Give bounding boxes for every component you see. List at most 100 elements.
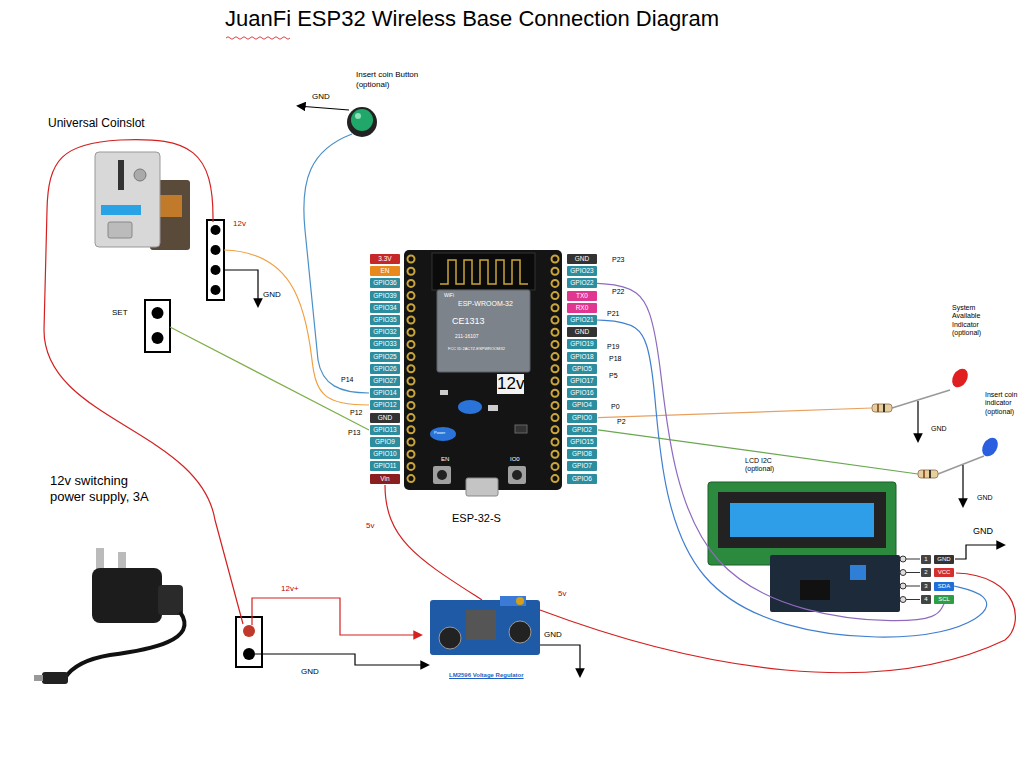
pin-label: GPIO12 — [370, 400, 400, 410]
pin-name: GPIO39 — [373, 292, 396, 299]
lcd-picture — [708, 482, 896, 565]
coin-slot-connector — [211, 225, 221, 235]
power-connector — [236, 617, 262, 667]
ground-label: GND — [263, 290, 281, 300]
esp32-board — [404, 250, 562, 496]
pin-name: SDA — [938, 583, 950, 589]
wire — [304, 134, 369, 393]
esp32-board — [404, 250, 562, 490]
pin-label: GND — [370, 413, 400, 423]
pin-label: GPIO7 — [567, 461, 597, 471]
ground-symbol — [255, 654, 428, 665]
pin-number: P23 — [612, 256, 624, 264]
pin-label: GPIO32 — [370, 327, 400, 337]
lcd-pin-label: VCC — [934, 568, 954, 577]
voltage-label: 12v+ — [281, 584, 299, 594]
wire — [44, 134, 1015, 673]
pin-label: GPIO17 — [567, 376, 597, 386]
pin-label: GPIO36 — [370, 278, 400, 288]
led-label: Power — [434, 431, 445, 436]
pin-number: P0 — [611, 403, 620, 411]
pin-label: GPIO25 — [370, 352, 400, 362]
esp32-board — [512, 470, 522, 480]
regulator-picture — [500, 596, 526, 606]
power-adapter-picture — [158, 585, 183, 615]
push-button-picture — [355, 113, 361, 119]
pin-name: GPIO16 — [570, 389, 593, 396]
lcd-picture — [900, 583, 906, 589]
ground-symbol — [955, 545, 1004, 559]
esp32-board — [437, 470, 447, 480]
push-button-picture — [347, 107, 377, 137]
pin-name: GPIO7 — [572, 462, 592, 469]
pin-label: GPIO0 — [567, 413, 597, 423]
pin-name: GPIO9 — [375, 438, 395, 445]
wire — [598, 430, 918, 474]
pin-name: GPIO15 — [570, 438, 593, 445]
pin-name: GPIO33 — [373, 340, 396, 347]
ground-symbol — [540, 645, 580, 676]
pin-name: GPIO13 — [373, 426, 396, 433]
esp32-board — [508, 466, 526, 484]
pin-name: GND — [575, 328, 589, 335]
led-blue-picture — [918, 470, 938, 478]
led-blue-picture — [918, 435, 1001, 478]
pin-number: P12 — [350, 409, 362, 417]
regulator-picture — [430, 600, 540, 655]
pin-label: GPIO33 — [370, 339, 400, 349]
pin-label: GPIO21 — [567, 315, 597, 325]
power-adapter-picture — [96, 548, 104, 570]
marking-text: FCC ID 2AC7Z-ESPWROOM32 — [448, 347, 505, 352]
component-label: System Available Indicator (optional) — [952, 304, 992, 338]
pin-name: GPIO11 — [373, 462, 396, 469]
component-label: 12v switching power supply, 3A — [50, 473, 160, 504]
pin-name: GPIO21 — [570, 316, 593, 323]
wire — [598, 408, 872, 418]
ground-label: GND — [301, 667, 319, 677]
pin-label: GPIO8 — [567, 449, 597, 459]
power-connector — [243, 625, 255, 637]
led-red-picture — [883, 404, 885, 412]
marking-text: 211-16107 — [455, 333, 479, 339]
pin-name: 3.3V — [378, 255, 391, 262]
lcd-picture — [900, 570, 906, 576]
pin-name: GPIO34 — [373, 304, 396, 311]
pin-label: GPIO16 — [567, 388, 597, 398]
power-adapter-picture — [34, 548, 185, 684]
regulator-picture — [439, 627, 461, 649]
pin-name: GPIO2 — [572, 426, 592, 433]
power-connector — [243, 648, 255, 660]
pin-label: Vin — [370, 474, 400, 484]
lcd-picture — [708, 482, 920, 612]
power-adapter-picture — [65, 612, 185, 678]
pin-label: GND — [567, 254, 597, 264]
esp32-board — [437, 290, 530, 372]
connector-label: SET — [112, 308, 128, 318]
wire — [540, 573, 1015, 673]
pin-label: GPIO34 — [370, 303, 400, 313]
lcd-picture — [800, 580, 830, 600]
pin-name: EN — [380, 267, 389, 274]
coin-slot-picture — [160, 195, 182, 217]
led-blue-picture — [979, 435, 1001, 459]
coin-slot-picture — [108, 222, 132, 238]
component-label: Universal Coinslot — [48, 116, 145, 130]
pin-name: GND — [937, 556, 950, 562]
set-connector — [145, 300, 170, 352]
power-adapter-picture — [34, 675, 43, 681]
ground-symbol — [298, 106, 349, 110]
coin-slot-picture — [118, 160, 124, 190]
pin-name: GPIO8 — [572, 450, 592, 457]
pin-name: Vin — [380, 475, 389, 482]
pin-name: GPIO6 — [572, 475, 592, 482]
voltage-label: 12v — [233, 219, 246, 229]
regulator-picture — [516, 597, 524, 605]
component-label: LCD I2C (optional) — [745, 457, 787, 474]
pin-name: GND — [378, 414, 392, 421]
power-adapter-picture — [92, 568, 162, 623]
module-name: ESP-WROOM-32 — [458, 300, 513, 308]
pin-number: P21 — [607, 310, 619, 318]
coin-slot-connector — [207, 220, 224, 300]
led-blue-picture — [923, 470, 925, 478]
pin-name: GPIO36 — [373, 279, 396, 286]
